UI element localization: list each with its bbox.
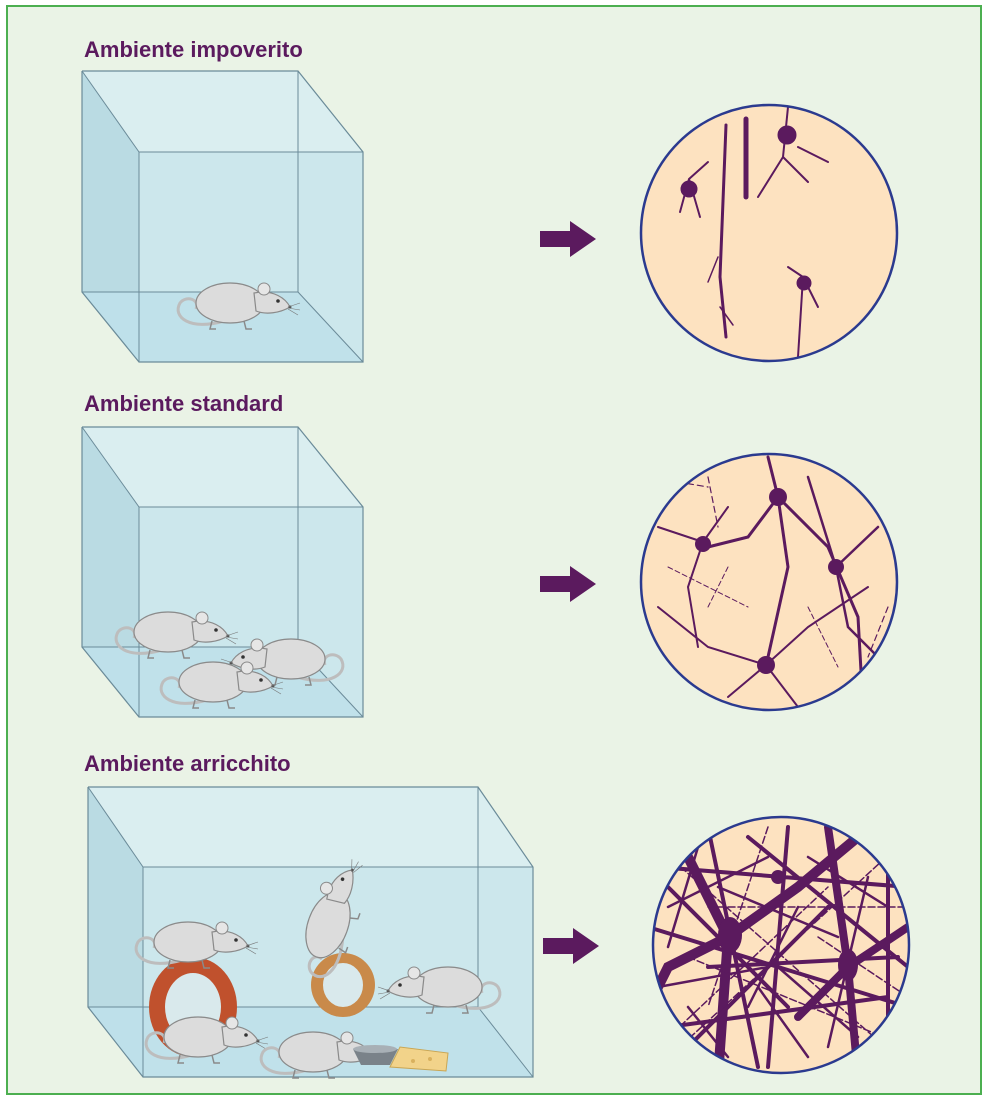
neuron-circle-dense (648, 817, 909, 1077)
cage-enriched (88, 787, 533, 1078)
cage-standard (82, 427, 363, 717)
arrow-right-icon (540, 221, 596, 257)
bowl-icon (353, 1045, 398, 1065)
arrow-right-icon (540, 566, 596, 602)
diagram-canvas (8, 7, 982, 1095)
cage-impoverished (82, 71, 363, 362)
figure-frame: Ambiente impoverito Ambiente standard Am… (6, 5, 982, 1095)
neuron-circle-medium (641, 454, 897, 710)
neuron-circle-sparse (641, 105, 897, 361)
arrow-right-icon (543, 928, 599, 964)
